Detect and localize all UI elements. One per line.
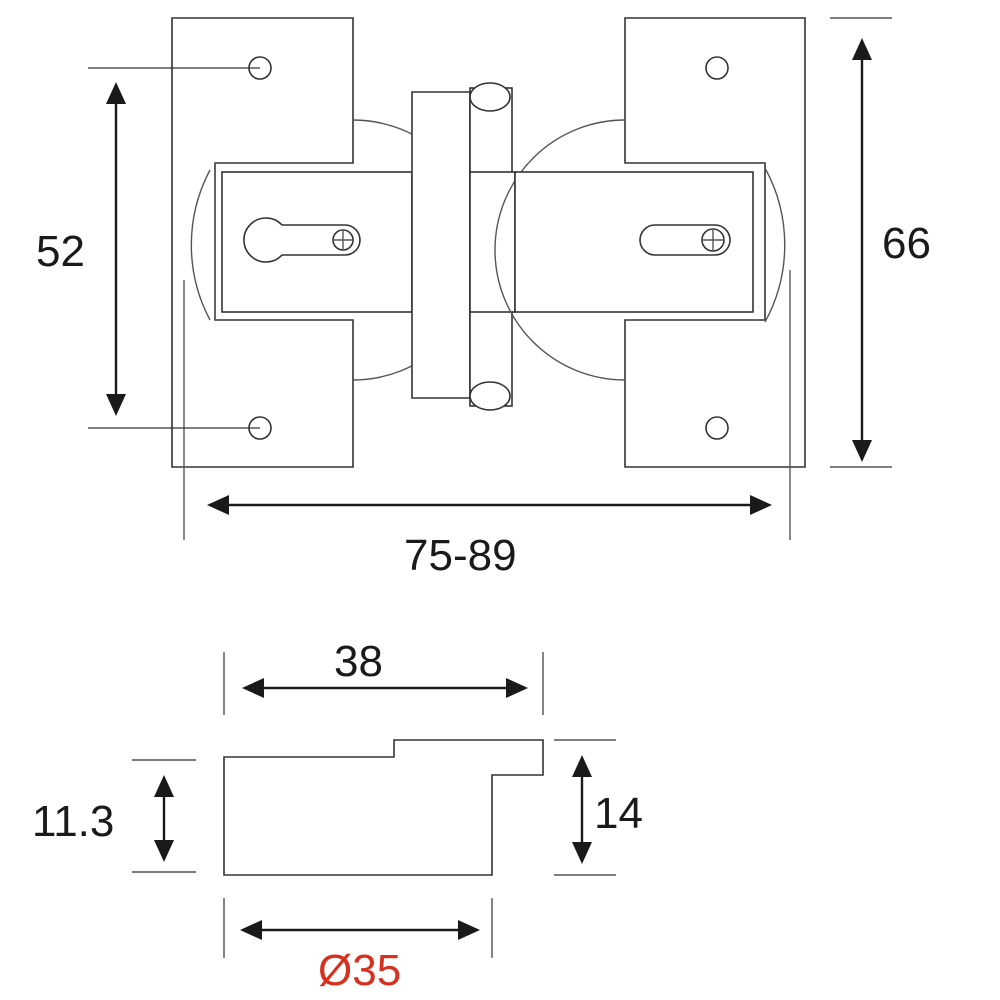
dimension-body-length: 38 (223, 637, 544, 715)
dimension-hole-spacing: 52 (36, 67, 260, 429)
label-overall-height: 66 (882, 219, 931, 268)
dimension-overall-length: 75-89 (207, 495, 772, 580)
right-bottom-hole (705, 416, 729, 440)
side-view: 38 11.3 14 Ø35 (32, 637, 643, 995)
label-body-height: 11.3 (32, 797, 114, 846)
pivot-bridge (411, 91, 471, 399)
right-top-hole (705, 56, 729, 80)
label-cup-diameter: Ø35 (318, 946, 401, 995)
pivot-bottom-cap (469, 381, 511, 411)
right-plate (494, 17, 806, 540)
pivot-assembly (411, 82, 516, 411)
label-overall-length: 75-89 (404, 531, 517, 580)
label-body-length: 38 (334, 637, 383, 686)
right-plate-outline (624, 17, 806, 468)
dimension-side-overall-height: 14 (554, 739, 643, 876)
left-plate (171, 17, 484, 540)
left-arm-arc (190, 169, 211, 321)
label-hole-spacing: 52 (36, 227, 85, 276)
dimension-overall-height: 66 (830, 17, 931, 468)
side-profile (223, 739, 544, 876)
dimension-body-height: 11.3 (32, 759, 196, 873)
label-side-overall-height: 14 (594, 789, 643, 838)
right-boss-arc (494, 119, 626, 381)
right-arm-arc (764, 167, 786, 323)
pivot-top-cap (469, 82, 511, 112)
keyhole-slot (243, 217, 361, 263)
dimension-cup-diameter: Ø35 (223, 898, 493, 995)
top-view: 52 66 75-89 (36, 17, 931, 580)
